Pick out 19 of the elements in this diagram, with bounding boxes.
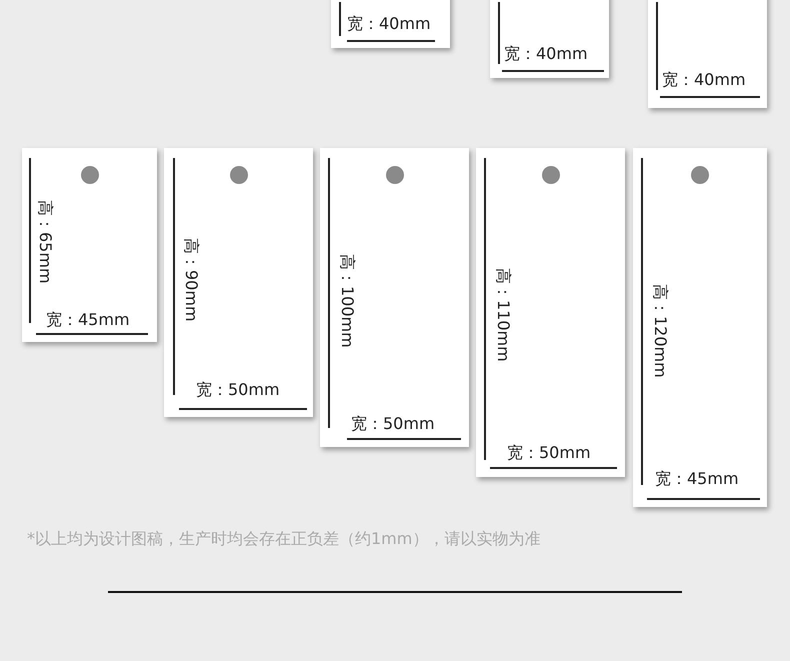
hang-tag — [22, 148, 157, 342]
height-label: 高：100mm — [338, 254, 356, 348]
height-label: 高：120mm — [651, 284, 669, 378]
height-label: 高：90mm — [182, 238, 200, 322]
height-label: 高：65mm — [36, 200, 54, 284]
width-label: 宽：50mm — [351, 414, 435, 435]
width-label: 宽：40mm — [504, 44, 588, 65]
width-label: 宽：45mm — [46, 310, 130, 331]
footnote: *以上均为设计图稿，生产时均会存在正负差（约1mm），请以实物为准 — [27, 529, 540, 550]
width-label: 宽：45mm — [655, 469, 739, 490]
hang-tag — [476, 148, 625, 477]
width-label: 宽：50mm — [507, 443, 591, 464]
hang-tag — [164, 148, 313, 417]
hang-tag — [633, 148, 767, 507]
hang-tag — [320, 148, 469, 447]
height-label: 高：110mm — [494, 268, 512, 362]
width-label: 宽：40mm — [347, 14, 431, 35]
width-label: 宽：50mm — [196, 380, 280, 401]
width-label: 宽：40mm — [662, 70, 746, 91]
